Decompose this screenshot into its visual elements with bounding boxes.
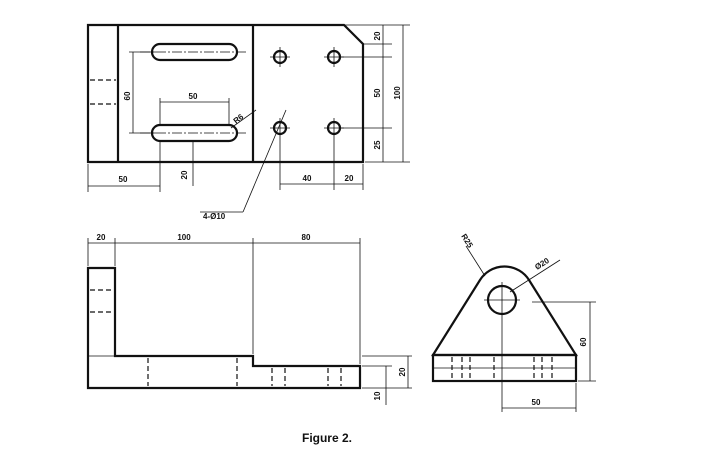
label-slot-length: 50	[189, 92, 198, 101]
label-left-offset: 50	[119, 175, 128, 184]
label-hole-spacing-x: 40	[303, 174, 312, 183]
label-chamfer: 20	[373, 31, 382, 40]
lower-slot	[140, 123, 248, 143]
label-upright-thickness: 20	[97, 233, 106, 242]
label-base-right: 80	[302, 233, 311, 242]
front-view: 20 100 80 20 10	[86, 233, 412, 405]
label-bottom-edge: 25	[373, 140, 382, 149]
top-view: 60 50 R6 4	[86, 23, 410, 221]
label-base-left: 100	[177, 233, 191, 242]
label-step-height: 10	[373, 391, 382, 400]
label-right-edge: 20	[345, 174, 354, 183]
figure-caption: Figure 2.	[302, 431, 352, 445]
hole-top-left	[270, 47, 290, 67]
label-slot-spacing: 60	[123, 91, 132, 100]
top-view-outline	[86, 23, 365, 164]
label-base-height: 20	[398, 367, 407, 376]
label-hole-callout: 4-Ø10	[203, 212, 226, 221]
label-slot-radius: R6	[232, 112, 246, 126]
front-view-outline	[86, 266, 362, 390]
label-hole-diameter: Ø20	[533, 256, 551, 272]
side-view-outline	[431, 265, 578, 357]
hole-bottom-left	[270, 118, 290, 138]
upper-slot	[140, 42, 248, 62]
label-overall-height: 100	[393, 86, 402, 100]
label-top-radius: R25	[459, 232, 475, 250]
leader-slot-radius	[230, 109, 257, 129]
side-view: R25 Ø20 60 50	[431, 232, 596, 412]
label-hole-spacing-y: 50	[373, 88, 382, 97]
leader-hole-callout	[242, 109, 287, 213]
leader-hole-diameter	[509, 259, 561, 293]
leader-top-radius	[465, 245, 486, 277]
label-side-height: 60	[579, 337, 588, 346]
label-slot-width: 20	[180, 170, 189, 179]
label-side-width: 50	[532, 398, 541, 407]
